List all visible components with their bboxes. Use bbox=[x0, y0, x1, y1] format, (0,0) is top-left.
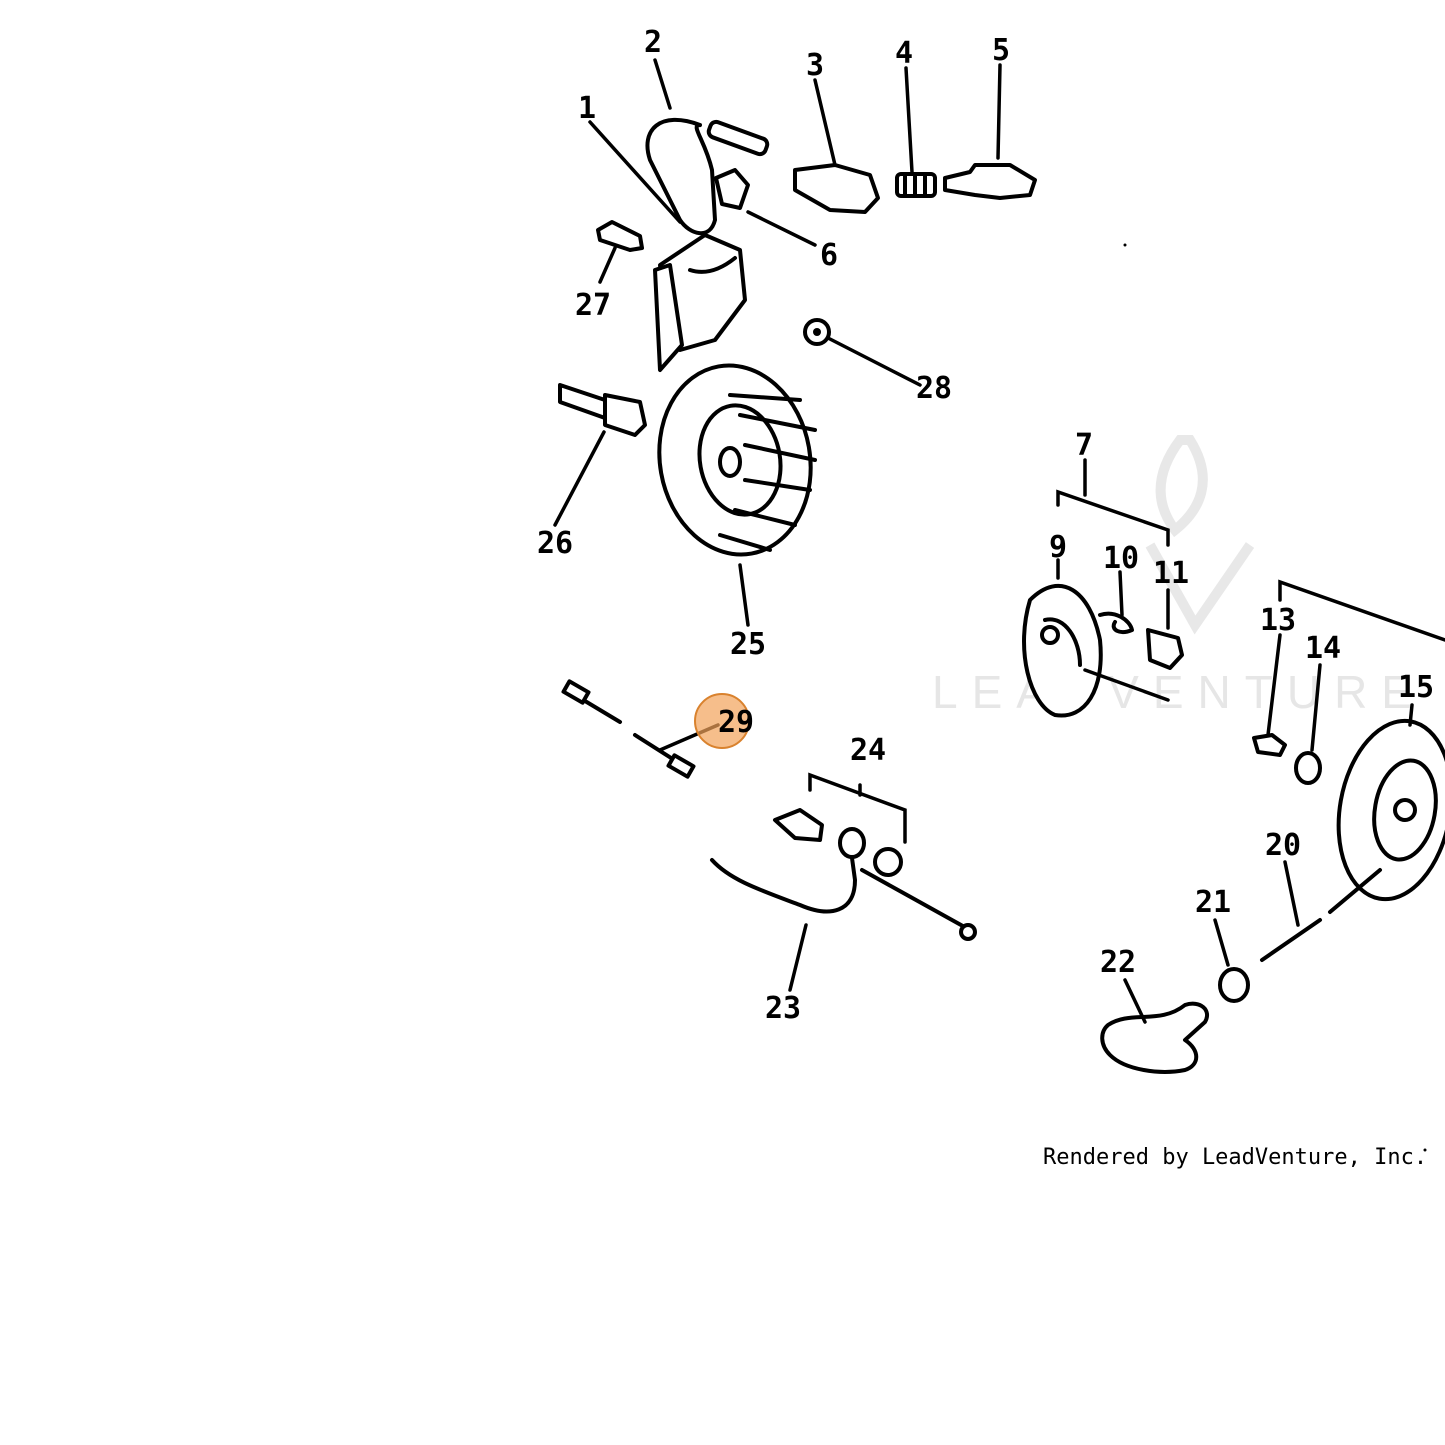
callout-21[interactable]: 21 bbox=[1195, 885, 1231, 920]
callout-4[interactable]: 4 bbox=[895, 36, 913, 71]
part-4-spring bbox=[895, 172, 937, 198]
callout-1[interactable]: 1 bbox=[578, 91, 596, 126]
callout-10[interactable]: 10 bbox=[1103, 541, 1139, 576]
callout-3[interactable]: 3 bbox=[806, 48, 824, 83]
part-2-ht-lead bbox=[645, 118, 770, 236]
callout-9[interactable]: 9 bbox=[1049, 530, 1067, 565]
part-14-washer bbox=[1294, 751, 1322, 785]
watermark: LEADVENTURE bbox=[932, 435, 1426, 718]
callout-15[interactable]: 15 bbox=[1398, 670, 1434, 705]
callout-6[interactable]: 6 bbox=[820, 238, 838, 273]
render-credit: Rendered by LeadVenture, Inc. bbox=[1043, 1145, 1428, 1170]
highlight-marker[interactable] bbox=[694, 693, 750, 749]
stray-dot bbox=[1423, 1148, 1427, 1152]
flame-logo-icon bbox=[1145, 435, 1255, 635]
callout-28[interactable]: 28 bbox=[916, 371, 952, 406]
part-11-pin bbox=[1146, 628, 1184, 670]
callout-29[interactable]: 29 bbox=[718, 705, 754, 740]
callout-22[interactable]: 22 bbox=[1100, 945, 1136, 980]
callout-20[interactable]: 20 bbox=[1265, 828, 1301, 863]
watermark-text: LEADVENTURE bbox=[932, 666, 1426, 718]
part-5-spark-plug bbox=[943, 163, 1037, 200]
part-27-screw bbox=[596, 220, 644, 252]
callout-2[interactable]: 2 bbox=[644, 25, 662, 60]
part-21-nut bbox=[1218, 967, 1250, 1003]
stray-dot bbox=[1123, 243, 1127, 247]
callout-7[interactable]: 7 bbox=[1075, 428, 1093, 463]
part-24-switch bbox=[773, 808, 903, 877]
callout-27[interactable]: 27 bbox=[575, 288, 611, 323]
part-10-spring bbox=[1098, 611, 1134, 634]
part-28-washer bbox=[803, 318, 831, 346]
callout-labels: 1 2 3 4 5 6 7 9 10 11 13 14 15 20 21 22 … bbox=[537, 25, 1434, 1026]
part-20-rope bbox=[1260, 868, 1382, 962]
part-29-wire bbox=[561, 679, 696, 779]
part-26-stud bbox=[558, 383, 647, 437]
part-25-flywheel bbox=[657, 363, 817, 557]
part-22-handle bbox=[1100, 1001, 1209, 1074]
callout-23[interactable]: 23 bbox=[765, 991, 801, 1026]
callout-24[interactable]: 24 bbox=[850, 733, 886, 768]
part-9-clutch-shoe bbox=[1022, 583, 1103, 718]
callout-25[interactable]: 25 bbox=[730, 627, 766, 662]
callout-5[interactable]: 5 bbox=[992, 33, 1010, 68]
callout-11[interactable]: 11 bbox=[1153, 556, 1189, 591]
part-15-drum bbox=[1336, 718, 1445, 902]
part-23-ground-wire bbox=[710, 856, 977, 941]
callout-26[interactable]: 26 bbox=[537, 526, 573, 561]
callout-13[interactable]: 13 bbox=[1260, 603, 1296, 638]
part-3-plug-cap bbox=[793, 163, 880, 214]
part-13-bolt bbox=[1252, 733, 1287, 757]
part-1-ignition-coil bbox=[653, 233, 747, 372]
callout-14[interactable]: 14 bbox=[1305, 631, 1341, 666]
leader-lines bbox=[553, 58, 1445, 1024]
part-6-terminal bbox=[714, 168, 750, 210]
